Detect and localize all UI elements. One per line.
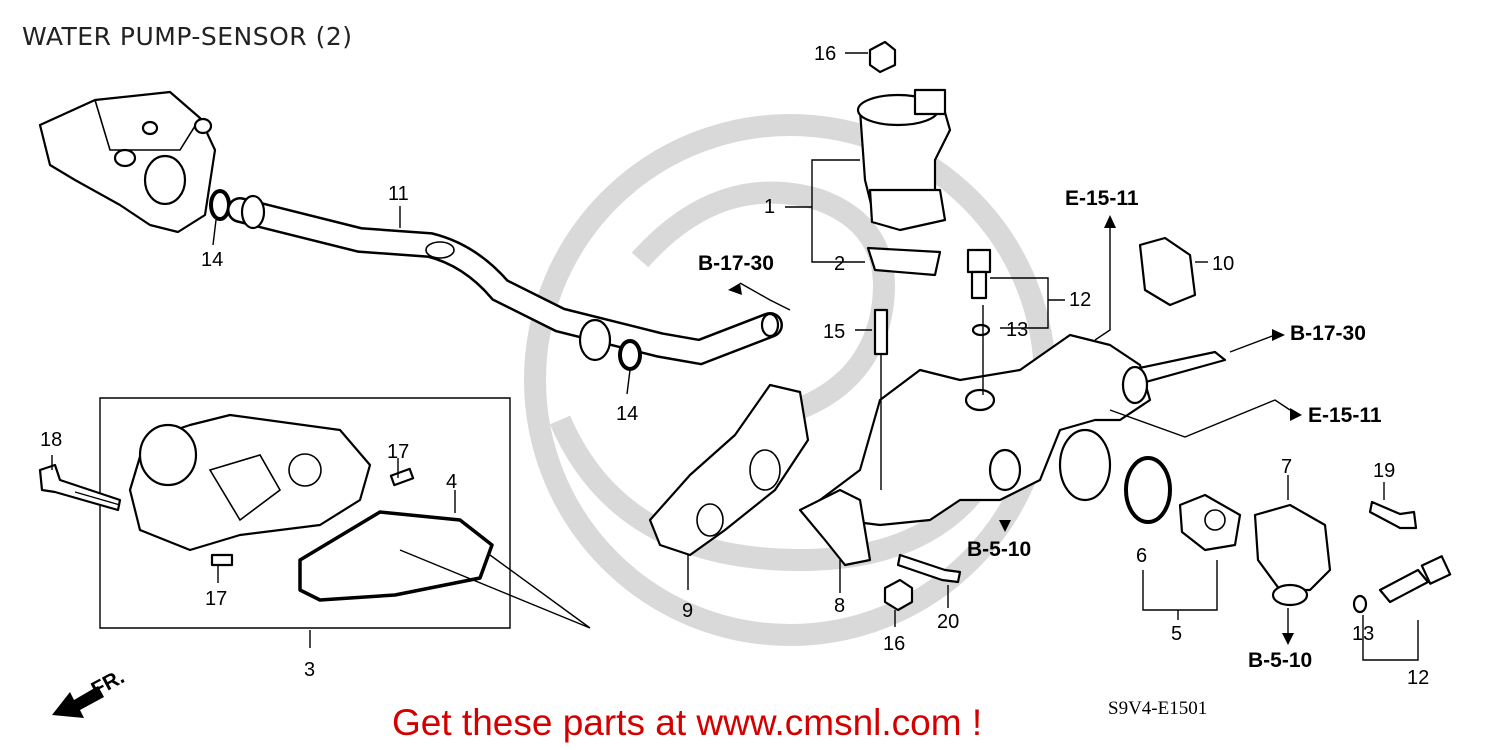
ref-b-5-10-right: B-5-10: [1248, 649, 1312, 672]
bolt-19: [1368, 500, 1418, 530]
nut-16-top: [868, 40, 897, 74]
callout-7: 7: [1281, 456, 1292, 478]
callout-10: 10: [1212, 253, 1234, 275]
water-pipe: [227, 194, 783, 366]
callout-15: 15: [823, 321, 845, 343]
o-ring-14-left: [209, 189, 231, 221]
diagram-code: S9V4-E1501: [1108, 698, 1208, 719]
callout-6: 6: [1136, 545, 1147, 567]
gasket-10: [1138, 236, 1197, 307]
temp-sensor-bottom: [1352, 555, 1452, 614]
reference-labels: B-17-30 E-15-11 B-17-30 E-15-11 B-5-10 B…: [698, 187, 1382, 672]
callout-16-bottom: 16: [883, 633, 905, 655]
callout-3: 3: [304, 659, 315, 681]
callout-13-top: 13: [1006, 319, 1028, 341]
front-arrow: FR.: [52, 665, 128, 718]
gasket-6: [1124, 456, 1172, 524]
ref-b-17-30-right: B-17-30: [1290, 322, 1366, 345]
bolt-20: [896, 553, 962, 584]
ref-e-15-11-right: E-15-11: [1308, 404, 1382, 427]
callout-14-right: 14: [616, 403, 638, 425]
ref-e-15-11-top: E-15-11: [1065, 187, 1139, 210]
egr-valve: [856, 88, 952, 277]
water-outlet: [818, 333, 1227, 527]
nut-16-bottom: [883, 578, 914, 612]
callout-8: 8: [834, 595, 845, 617]
bracket-8: [798, 488, 872, 567]
thermostat-cover: [1253, 503, 1332, 607]
callout-11: 11: [388, 183, 409, 205]
page-title: WATER PUMP-SENSOR (2): [22, 22, 353, 51]
gasket-9: [648, 383, 810, 557]
callout-19: 19: [1373, 460, 1395, 482]
footer-link[interactable]: Get these parts at www.cmsnl.com !: [392, 702, 983, 743]
callouts: 16 1 2 11 14 14 15 12 13 10 18 17 17 4 3…: [40, 43, 1429, 689]
callout-1: 1: [764, 196, 775, 218]
callout-9: 9: [682, 600, 693, 622]
callout-4: 4: [446, 471, 457, 493]
callout-5: 5: [1171, 623, 1182, 645]
callout-13-bottom: 13: [1352, 623, 1374, 645]
o-ring-14-right: [618, 339, 642, 371]
temp-sensor-top: [966, 248, 992, 337]
leader-lines: [51, 52, 1419, 661]
ref-b-5-10-mid: B-5-10: [967, 538, 1031, 561]
callout-12-bottom: 12: [1407, 667, 1429, 689]
callout-16-top: 16: [814, 43, 836, 65]
callout-14-left: 14: [201, 249, 223, 271]
callout-20: 20: [937, 611, 959, 633]
ref-b-17-30-left: B-17-30: [698, 252, 774, 275]
callout-17-left: 17: [205, 588, 227, 610]
engine-block: [38, 90, 217, 234]
callout-2: 2: [834, 253, 845, 275]
callout-18: 18: [40, 429, 62, 451]
stud-15: [873, 308, 889, 356]
water-pump-group: [38, 397, 511, 629]
callout-12-top: 12: [1069, 289, 1091, 311]
callout-17-right: 17: [387, 441, 409, 463]
thermostat: [1178, 493, 1242, 552]
